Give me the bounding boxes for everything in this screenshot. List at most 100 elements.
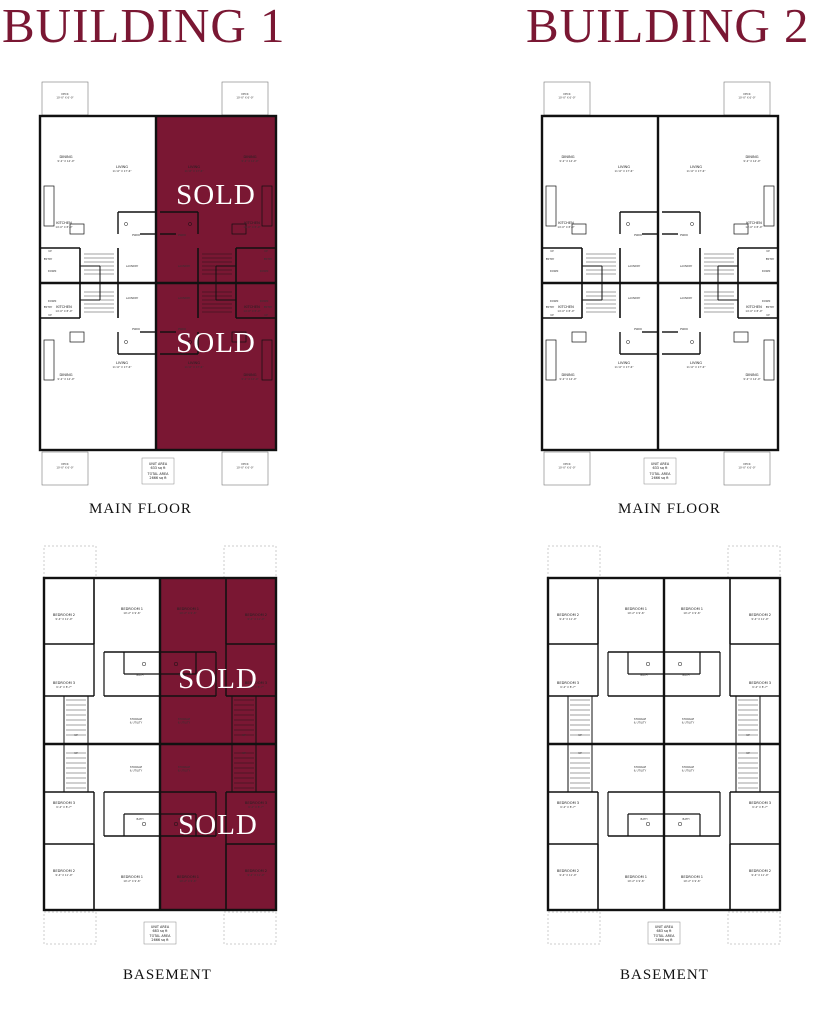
total-area-label: TOTAL AREA bbox=[147, 472, 170, 476]
room-dim-bedroom2: 9'-4" X 11'-0" bbox=[247, 873, 264, 877]
deck-outline bbox=[221, 451, 269, 486]
sold-fill bbox=[160, 578, 276, 744]
room-label-bath: BATH bbox=[179, 817, 186, 821]
room-label-laundry: LAUNDRY bbox=[680, 296, 693, 300]
room-label-bedroom3: BEDROOM 3 bbox=[245, 681, 267, 685]
room-dim-kitchen: 14'-0" X 8'-0" bbox=[745, 309, 762, 313]
room-dim-bedroom2: 9'-4" X 11'-0" bbox=[559, 873, 576, 877]
room-dim-bedroom3: 9'-4" X 8'-7" bbox=[248, 685, 264, 689]
toilet bbox=[645, 661, 651, 667]
room-label-bedroom1: BEDROOM 1 bbox=[625, 607, 647, 611]
toilet bbox=[626, 340, 630, 344]
room-dim-bedroom3: 9'-4" X 8'-7" bbox=[560, 805, 576, 809]
room-dim-kitchen: 14'-0" X 8'-0" bbox=[55, 309, 72, 313]
room-label-powder: PWDR bbox=[132, 327, 140, 331]
unit-area-box bbox=[643, 457, 677, 485]
room-label-storage: STORAGE bbox=[634, 717, 647, 721]
room-label-kitchen: KITCHEN bbox=[558, 305, 574, 309]
room-dim-deck: 10'-0" X 6'-0" bbox=[558, 466, 575, 470]
island bbox=[733, 331, 749, 343]
sold-label: SOLD bbox=[176, 327, 256, 359]
unit-area-value: 683 sq ft bbox=[656, 929, 672, 933]
room-dim-living: 11'-6" X 17'-6" bbox=[614, 169, 633, 173]
stair-up-label: UP bbox=[746, 733, 750, 737]
stair-up-label: UP bbox=[48, 249, 52, 253]
counter bbox=[43, 339, 55, 381]
room-label-entry: ENTRY bbox=[766, 305, 775, 309]
room-dim-bedroom2: 9'-4" X 11'-0" bbox=[559, 617, 576, 621]
room-label-dining: DINING bbox=[561, 373, 574, 377]
room-label-bath: BATH bbox=[137, 817, 144, 821]
room-dim-dining: 9'-2" X 14'-0" bbox=[559, 377, 576, 381]
building-2-basement-label: BASEMENT bbox=[620, 967, 709, 983]
window-well bbox=[547, 911, 601, 945]
building-1-title: BUILDING 1 bbox=[2, 0, 286, 53]
building-1-basement-label: BASEMENT bbox=[123, 967, 212, 983]
unit-area-label: UNIT AREA bbox=[655, 925, 674, 929]
room-label-powder: PWDR bbox=[132, 233, 140, 237]
room-dim-bedroom2: 9'-4" X 11'-0" bbox=[751, 873, 768, 877]
room-label-living: LIVING bbox=[618, 361, 630, 365]
room-label-bedroom3: BEDROOM 3 bbox=[245, 801, 267, 805]
room-label-bedroom2: BEDROOM 2 bbox=[245, 613, 267, 617]
stair-down-label: DOWN bbox=[762, 269, 771, 273]
room-dim-dining: 9'-2" X 14'-0" bbox=[57, 159, 74, 163]
room-dim-living: 11'-6" X 17'-6" bbox=[112, 169, 131, 173]
window-well bbox=[223, 545, 277, 579]
stair-up-label: UP bbox=[242, 733, 246, 737]
room-dim-dining: 9'-2" X 14'-0" bbox=[743, 159, 760, 163]
toilet bbox=[645, 821, 651, 827]
room-label-bedroom3: BEDROOM 3 bbox=[53, 801, 75, 805]
unit-area-value: 633 sq ft bbox=[150, 466, 166, 470]
room-label-bedroom3: BEDROOM 3 bbox=[749, 681, 771, 685]
window-well bbox=[43, 911, 97, 945]
room-label-bedroom1: BEDROOM 1 bbox=[121, 607, 143, 611]
island bbox=[231, 331, 247, 343]
room-label-bedroom3: BEDROOM 3 bbox=[557, 801, 579, 805]
toilet bbox=[124, 222, 128, 226]
room-label-kitchen: KITCHEN bbox=[244, 305, 260, 309]
room-dim-bedroom3: 9'-4" X 8'-7" bbox=[752, 685, 768, 689]
room-label-kitchen: KITCHEN bbox=[746, 305, 762, 309]
toilet bbox=[173, 821, 179, 827]
sold-fill bbox=[156, 283, 276, 450]
room-dim-dining: 9'-2" X 14'-0" bbox=[241, 159, 258, 163]
room-label-dining: DINING bbox=[561, 155, 574, 159]
room-label-bedroom1: BEDROOM 1 bbox=[625, 875, 647, 879]
room-dim-dining: 9'-2" X 14'-0" bbox=[241, 377, 258, 381]
total-area-value: 2666 sq ft bbox=[655, 938, 673, 942]
room-label-storage: STORAGE bbox=[634, 765, 647, 769]
room-label-living: LIVING bbox=[188, 165, 200, 169]
toilet bbox=[690, 340, 694, 344]
stair-up-label: UP bbox=[578, 751, 582, 755]
room-label-bedroom1: BEDROOM 1 bbox=[121, 875, 143, 879]
room-label-utility: & UTILITY bbox=[682, 721, 695, 725]
room-label-storage: STORAGE bbox=[682, 765, 695, 769]
room-label-dining: DINING bbox=[745, 155, 758, 159]
island bbox=[571, 331, 587, 343]
toilet bbox=[677, 661, 683, 667]
room-dim-dining: 9'-2" X 14'-0" bbox=[559, 159, 576, 163]
building-1-main-floor-label: MAIN FLOOR bbox=[89, 501, 192, 517]
room-label-bath: BATH bbox=[137, 673, 144, 677]
counter bbox=[545, 339, 557, 381]
room-dim-living: 11'-6" X 17'-6" bbox=[184, 365, 203, 369]
building-2-basement-plan: BEDROOM 29'-4" X 11'-0"BEDROOM 29'-4" X … bbox=[546, 545, 782, 945]
island bbox=[69, 223, 85, 235]
room-label-laundry: LAUNDRY bbox=[178, 296, 191, 300]
room-dim-deck: 10'-0" X 6'-0" bbox=[56, 96, 73, 100]
room-label-powder: PWDR bbox=[680, 327, 688, 331]
window-well bbox=[727, 911, 781, 945]
stair-down-label: DOWN bbox=[762, 299, 771, 303]
counter bbox=[43, 185, 55, 227]
room-label-laundry: LAUNDRY bbox=[126, 296, 139, 300]
stair-down-label: DOWN bbox=[260, 299, 269, 303]
deck-outline bbox=[543, 451, 591, 486]
room-label-living: LIVING bbox=[116, 361, 128, 365]
room-label-storage: STORAGE bbox=[682, 717, 695, 721]
room-dim-bedroom2: 9'-4" X 11'-0" bbox=[751, 617, 768, 621]
room-label-storage: STORAGE bbox=[130, 765, 143, 769]
counter bbox=[261, 185, 273, 227]
room-dim-bedroom2: 9'-4" X 11'-0" bbox=[55, 873, 72, 877]
